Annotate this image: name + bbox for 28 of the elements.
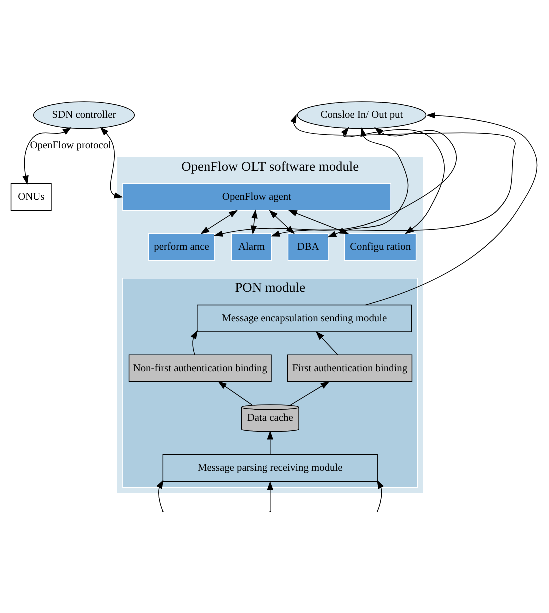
node-box: Alarm [231,232,272,260]
arrow [267,430,274,455]
arrow [156,479,164,512]
arrow [190,330,198,355]
node-ellipse: Consloe In/ Out put [297,101,427,129]
edge-label: OpenFlow protocol [30,140,112,151]
node-box: Non-first authentication binding [128,354,272,382]
arrow [377,479,384,512]
arrow [100,126,124,198]
node-box: OpenFlow agent [122,183,392,211]
arrow [365,112,538,306]
node-box: perform ance [148,232,216,260]
arrow [271,114,516,236]
node-box: ONUs [10,183,52,211]
node-ellipse: SDN controller [33,101,136,129]
arrow [290,381,330,406]
node-box: Message encapsulation sending module [197,304,412,332]
arrow [250,209,258,234]
node-box: Configu ration [344,232,417,260]
arrow [218,380,252,405]
node-box: DBA [288,232,329,260]
arrow [200,210,238,234]
arrow [316,330,338,355]
arrow [22,126,72,184]
arrow [288,210,350,234]
node-box: First authentication binding [288,354,413,382]
node-box: Message parsing receiving module [162,454,378,482]
arrow [267,480,274,512]
